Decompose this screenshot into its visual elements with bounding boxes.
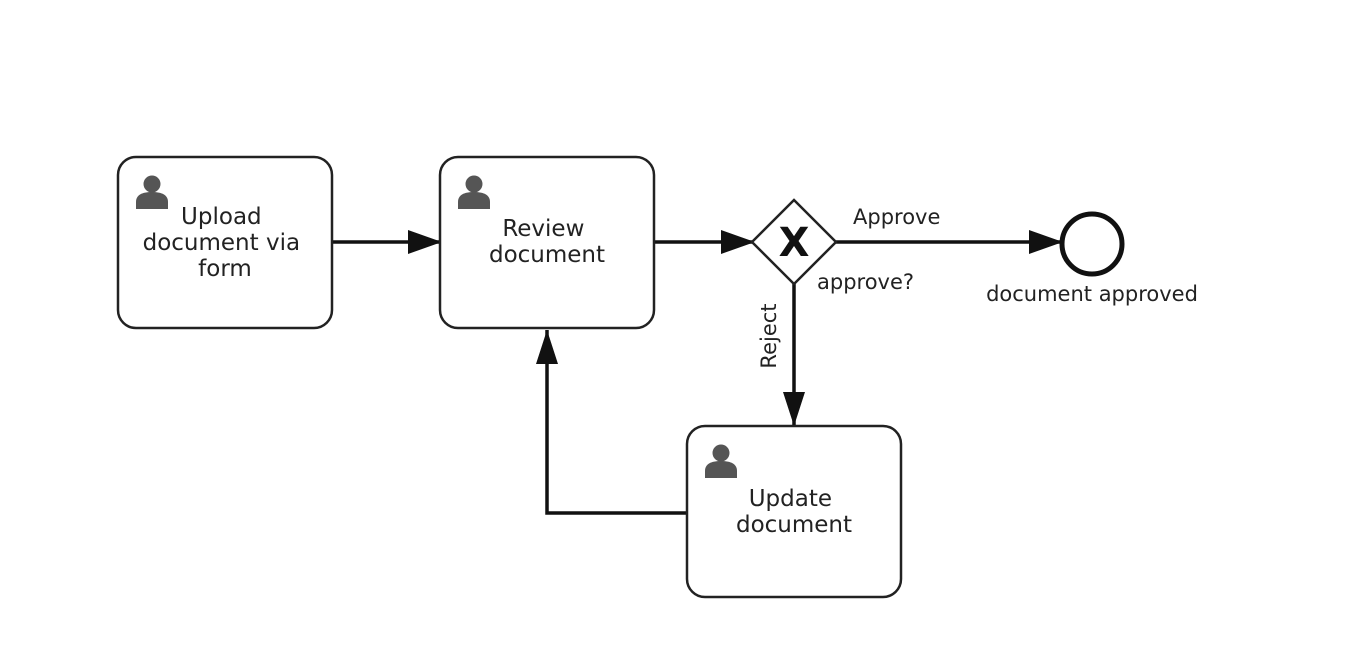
task-label-line: Update: [749, 486, 832, 512]
task-label-line: document: [736, 512, 852, 538]
svg-text:Upload document via: Upload document via form: [143, 204, 308, 282]
task-update-document[interactable]: Update document: [685, 424, 903, 599]
end-event[interactable]: [1059, 211, 1125, 277]
gateway-x-marker: X: [779, 220, 810, 266]
gateway-label: approve?: [817, 270, 914, 294]
task-label-line: Review: [502, 216, 584, 242]
task-label-line: document: [489, 242, 605, 268]
user-icon: [458, 175, 490, 209]
exclusive-gateway[interactable]: X: [750, 198, 838, 286]
task-label-line: form: [198, 256, 252, 282]
task-label-line: document via: [143, 230, 300, 256]
task-label-line: Upload: [181, 204, 262, 230]
approve-flow-label: Approve: [853, 205, 940, 229]
svg-text:Update document: Update document: [736, 486, 852, 538]
arrowhead-reject: [783, 392, 805, 426]
arrowhead-update-to-review: [536, 330, 558, 364]
flow-update-to-review[interactable]: [545, 330, 686, 515]
end-event-label: document approved: [986, 282, 1198, 306]
user-icon: [136, 175, 168, 209]
user-icon: [705, 444, 737, 478]
svg-text:Review document: Review document: [489, 216, 605, 268]
task-review-document[interactable]: Review document: [438, 155, 656, 330]
reject-flow-label: Reject: [757, 303, 781, 368]
task-upload-document[interactable]: Upload document via form: [116, 155, 334, 330]
